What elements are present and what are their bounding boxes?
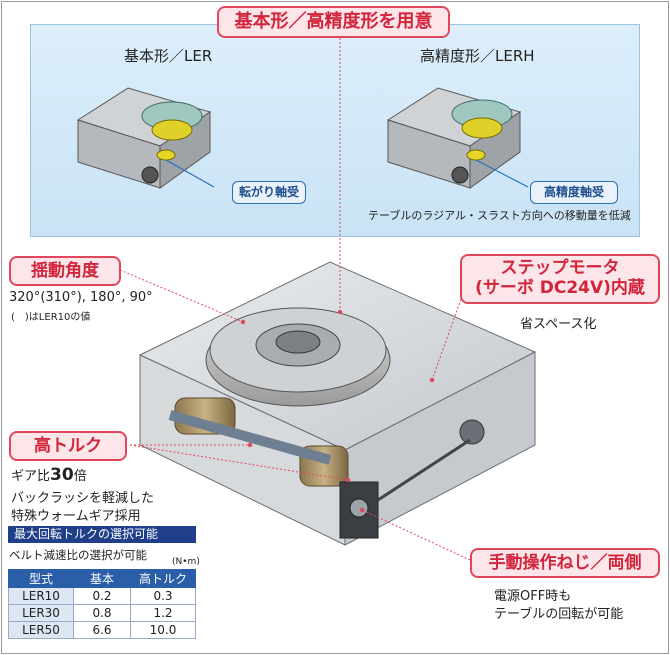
high-torque-title: 高トルク [34, 436, 102, 456]
backlash-line: バックラッシを軽減した [11, 491, 155, 506]
precision-label: 高精度形／LERH [420, 47, 535, 65]
precision-unit-image [386, 87, 529, 189]
basic-label: 基本形／LER [124, 47, 213, 65]
gear-ratio-suffix: 倍 [73, 469, 87, 484]
table-row: LER10 0.2 0.3 [8, 587, 196, 605]
header-title-pill: 基本形／高精度形を用意 [217, 6, 450, 38]
row-high: 10.0 [130, 621, 196, 639]
space-saving-note: 省スペース化 [520, 317, 597, 332]
rolling-bearing-text: 転がり軸受 [238, 185, 299, 199]
high-torque-pill: 高トルク [9, 431, 127, 461]
col-high-torque: 高トルク [130, 569, 196, 588]
basic-unit-image [76, 87, 215, 189]
row-model: LER10 [8, 587, 74, 605]
row-model: LER50 [8, 621, 74, 639]
leader-lines [119, 34, 471, 561]
torque-unit: (N•m) [172, 557, 200, 567]
row-high: 0.3 [130, 587, 196, 605]
row-high: 1.2 [130, 604, 196, 622]
gear-ratio-prefix: ギア比 [11, 469, 51, 484]
main-actuator-image [138, 261, 537, 546]
col-model: 型式 [8, 569, 74, 588]
manual-screw-title: 手動操作ねじ／両側 [488, 553, 642, 573]
power-off-line: 電源OFF時も [494, 589, 572, 604]
row-model: LER30 [8, 604, 74, 622]
torque-table-header: 最大回転トルクの選択可能 [8, 526, 196, 543]
worm-gear-line: 特殊ウォームギア採用 [11, 509, 141, 524]
swing-note: ( )はLER10の値 [11, 312, 91, 323]
precision-note: テーブルのラジアル・スラスト方向への移動量を低減 [368, 209, 631, 222]
manual-screw-pill: 手動操作ねじ／両側 [470, 548, 660, 578]
precision-bearing-text: 高精度軸受 [543, 185, 604, 199]
table-row: LER50 6.6 10.0 [8, 621, 196, 639]
torque-table: 型式 基本 高トルク LER10 0.2 0.3 LER30 0.8 1.2 L… [8, 569, 196, 639]
gear-ratio: ギア比30倍 [11, 465, 87, 485]
table-rotation-line: テーブルの回転が可能 [494, 607, 624, 622]
table-row: LER30 0.8 1.2 [8, 604, 196, 622]
row-basic: 0.2 [73, 587, 131, 605]
page-title: 基本形／高精度形を用意 [234, 11, 433, 32]
step-motor-title: ステップモータ [500, 258, 620, 278]
swing-angle-pill: 揺動角度 [9, 256, 121, 286]
swing-angle-title: 揺動角度 [31, 261, 99, 281]
swing-angles: 320°(310°), 180°, 90° [9, 290, 153, 305]
rolling-bearing-badge: 転がり軸受 [232, 181, 306, 204]
belt-ratio-note: ベルト減速比の選択が可能 [9, 548, 147, 562]
precision-bearing-badge: 高精度軸受 [530, 181, 618, 204]
row-basic: 0.8 [73, 604, 131, 622]
servo-title: (サーボ DC24V)内蔵 [475, 277, 645, 298]
step-motor-pill: ステップモータ (サーボ DC24V)内蔵 [460, 254, 660, 304]
gear-ratio-value: 30 [50, 465, 74, 485]
row-basic: 6.6 [73, 621, 131, 639]
col-basic: 基本 [73, 569, 131, 588]
